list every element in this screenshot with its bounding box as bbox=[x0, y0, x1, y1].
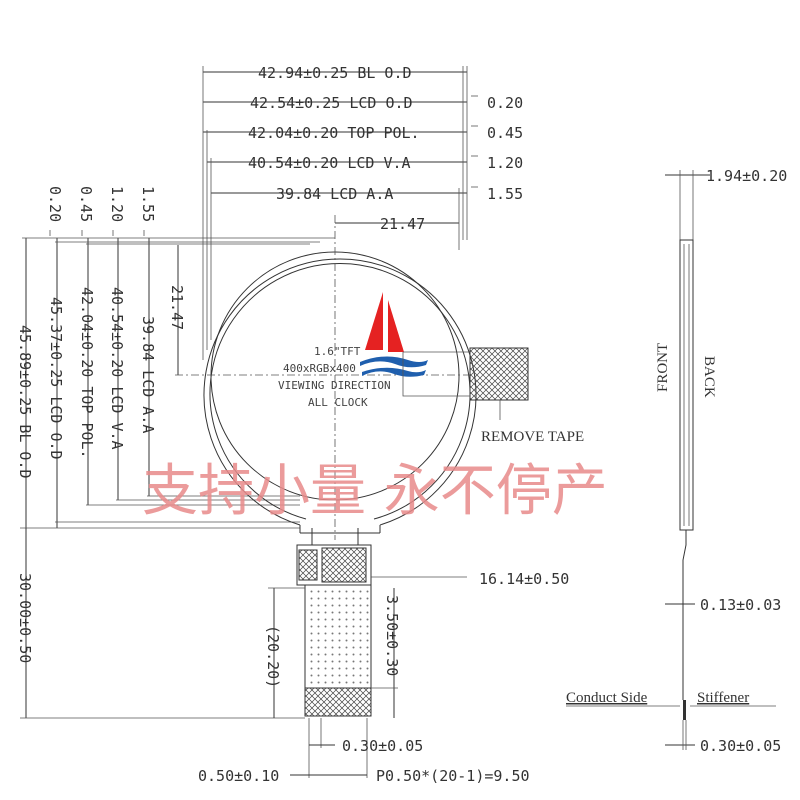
conduct-side-label: Conduct Side bbox=[566, 690, 648, 706]
offset-right-1: 0.20 bbox=[487, 94, 523, 112]
dim-left-half: 21.47 bbox=[168, 285, 186, 330]
remove-tape-label: REMOVE TAPE bbox=[481, 429, 584, 445]
dim-fpc-length: 30.00±0.50 bbox=[16, 573, 34, 663]
top-dimension-group: 42.94±0.25 BL O.D 42.54±0.25 LCD O.D 42.… bbox=[202, 64, 523, 360]
offset-right-2: 0.45 bbox=[487, 124, 523, 142]
offset-left-2: 0.45 bbox=[77, 186, 95, 222]
brand-logo bbox=[360, 292, 428, 377]
offset-right-3: 1.20 bbox=[487, 154, 523, 172]
dim-pitch: P0.50*(20-1)=9.50 bbox=[376, 767, 530, 785]
dim-bl-od: 42.94±0.25 BL O.D bbox=[258, 64, 412, 82]
dim-left-bl-od: 45.89±0.25 BL O.D bbox=[16, 325, 34, 479]
center-label-size: 1.6"TFT bbox=[314, 345, 361, 358]
dim-lcd-va: 40.54±0.20 LCD V.A bbox=[248, 154, 411, 172]
offset-right-4: 1.55 bbox=[487, 185, 523, 203]
left-dimension-group: 45.89±0.25 BL O.D 45.37±0.25 LCD O.D 42.… bbox=[16, 186, 335, 529]
dim-fpc-thickness: 0.13±0.03 bbox=[700, 596, 781, 614]
dim-stiff-length: 3.50±0.30 bbox=[383, 595, 401, 676]
dim-side-thickness: 1.94±0.20 bbox=[706, 167, 787, 185]
center-label-resolution: 400xRGBx400 bbox=[283, 362, 356, 375]
side-view: 1.94±0.20 FRONT BACK 0.13±0.03 0.30±0.05… bbox=[566, 167, 787, 755]
dim-left-lcd-od: 45.37±0.25 LCD O.D bbox=[47, 297, 65, 460]
dim-half-width: 21.47 bbox=[380, 215, 425, 233]
stiffener-label: Stiffener bbox=[697, 690, 749, 706]
dim-lcd-od: 42.54±0.25 LCD O.D bbox=[250, 94, 413, 112]
side-back-label: BACK bbox=[701, 356, 717, 398]
dim-fpc-ref: (20.20) bbox=[264, 625, 282, 688]
dim-edge: 0.50±0.10 bbox=[198, 767, 279, 785]
center-label-clock: ALL CLOCK bbox=[308, 396, 368, 409]
dim-lcd-aa: 39.84 LCD A.A bbox=[276, 185, 393, 203]
side-front-label: FRONT bbox=[655, 343, 671, 392]
round-display bbox=[175, 215, 477, 540]
dim-left-lcd-va: 40.54±0.20 LCD V.A bbox=[108, 287, 126, 450]
dim-top-pol: 42.04±0.20 TOP POL. bbox=[248, 124, 420, 142]
dim-left-top-pol: 42.04±0.20 TOP POL. bbox=[78, 287, 96, 459]
center-label-viewing: VIEWING DIRECTION bbox=[278, 379, 391, 392]
offset-left-1: 0.20 bbox=[46, 186, 64, 222]
offset-left-4: 1.55 bbox=[139, 186, 157, 222]
dim-stiff-thickness: 0.30±0.05 bbox=[700, 737, 781, 755]
dim-left-lcd-aa: 39.84 LCD A.A bbox=[139, 316, 157, 433]
fpc-cable: 16.14±0.50 bbox=[296, 528, 569, 717]
center-label-block: 1.6"TFT 400xRGBx400 VIEWING DIRECTION AL… bbox=[278, 345, 391, 409]
fpc-dimension-group: 30.00±0.50 (20.20) 3.50±0.30 0.30±0.05 0… bbox=[16, 528, 530, 785]
offset-left-3: 1.20 bbox=[108, 186, 126, 222]
remove-tape-tab: REMOVE TAPE bbox=[402, 347, 584, 445]
watermark-text: 支持小量 永不停产 bbox=[142, 459, 608, 524]
dim-pad-width: 0.30±0.05 bbox=[342, 737, 423, 755]
dim-fpc-width: 16.14±0.50 bbox=[479, 570, 569, 588]
